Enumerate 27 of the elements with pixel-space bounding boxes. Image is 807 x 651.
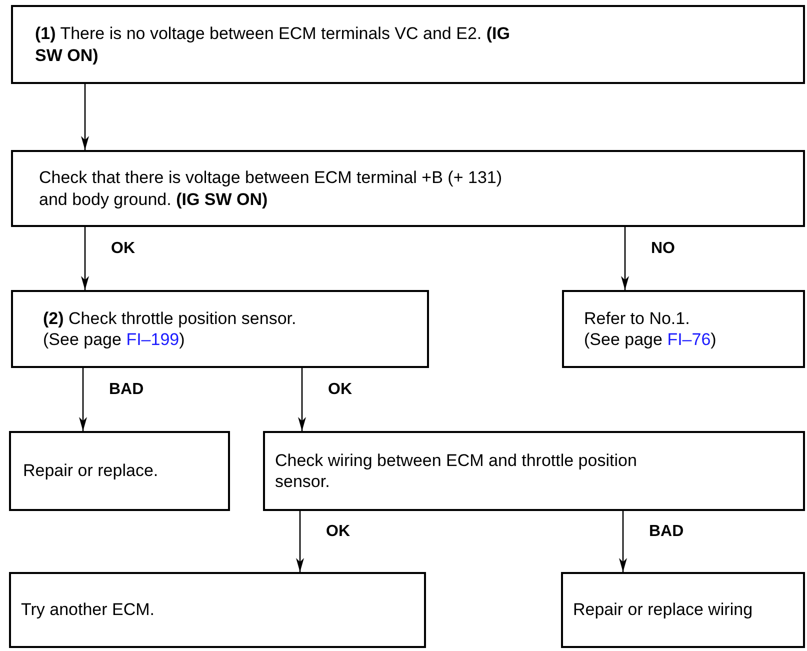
page-reference: (See page FI–76)	[584, 329, 718, 350]
box-text: (2) Check throttle position sensor.	[43, 308, 298, 329]
box-text: Check wiring between ECM and throttle position sensor.	[275, 450, 638, 492]
arrow	[81, 227, 89, 290]
box-text: Check that there is voltage between ECM terminal +B (+ 131) and body ground. (IG SW ON)	[39, 167, 504, 210]
arrow	[621, 227, 629, 290]
arrow	[296, 511, 304, 572]
box-text: Repair or replace.	[23, 460, 160, 482]
box-text: Refer to No.1.	[584, 308, 691, 329]
process-box	[561, 572, 805, 648]
process-box	[562, 290, 805, 368]
arrow	[79, 368, 87, 431]
page-link: FI–76	[667, 330, 711, 349]
arrow	[298, 368, 306, 431]
arrow	[619, 511, 627, 572]
process-box	[11, 5, 805, 84]
process-box	[9, 431, 230, 511]
page-reference: (See page FI–199)	[43, 329, 186, 350]
box-text: Try another ECM.	[21, 599, 156, 621]
process-box	[11, 290, 429, 368]
box-text: Repair or replace wiring	[573, 599, 754, 621]
box-text: (1) There is no voltage between ECM terminals VC and E2. (IG SW ON)	[35, 23, 511, 66]
process-box	[11, 150, 805, 227]
process-box	[9, 572, 426, 648]
process-box	[263, 431, 805, 511]
arrow	[81, 84, 89, 150]
page-link: FI–199	[126, 330, 180, 349]
